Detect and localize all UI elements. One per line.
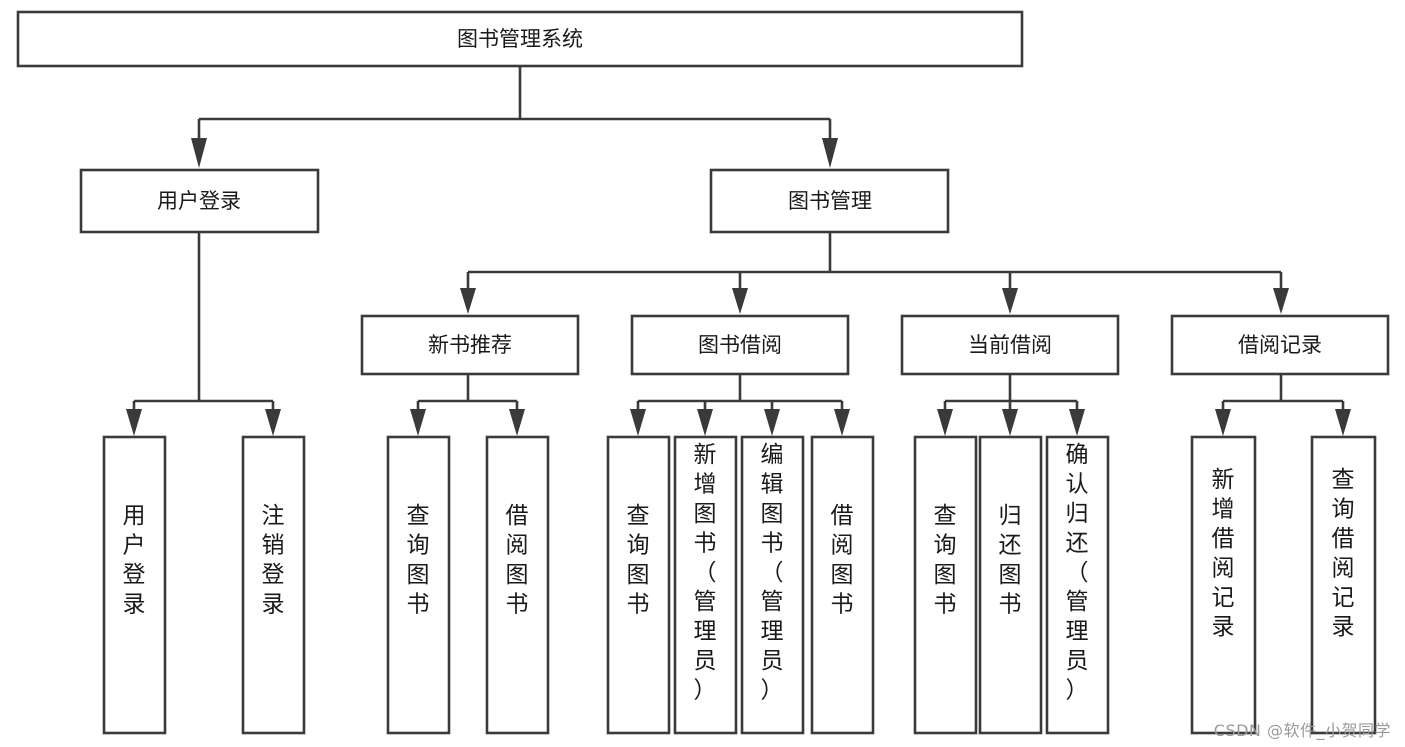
node-label-leaf-query-book-1: 查询图书: [407, 503, 430, 617]
node-book-borrow[interactable]: 图书借阅: [630, 314, 850, 376]
node-box: [1310, 435, 1377, 735]
node-label-leaf-user-login: 用户登录: [123, 503, 146, 617]
arrow-head-icon: [630, 409, 646, 436]
arrow-head-icon: [191, 138, 207, 168]
node-leaf-add-borrow-record[interactable]: 新增借阅记录: [1190, 435, 1257, 735]
node-box: [630, 314, 850, 376]
node-box: [102, 435, 167, 735]
node-box: [1170, 314, 1390, 376]
arrow-head-icon: [1069, 409, 1085, 436]
connector-current-borrow-to-leaves: [937, 374, 1085, 436]
arrow-head-icon: [1335, 409, 1351, 436]
arrow-head-icon: [764, 409, 780, 436]
connector-user-login-to-leaves: [126, 232, 281, 436]
connector-new-book-recommend-to-leaves: [410, 374, 525, 436]
node-label-leaf-query-book-2: 查询图书: [627, 503, 650, 617]
node-label-leaf-query-borrow-record: 查询借阅记录: [1332, 467, 1355, 640]
arrow-head-icon: [1002, 409, 1018, 436]
node-leaf-edit-book[interactable]: 编辑图书（管理员）: [740, 435, 805, 735]
arrow-head-icon: [937, 409, 953, 436]
node-new-book-recommend[interactable]: 新书推荐: [360, 314, 580, 376]
node-label-leaf-query-book-3: 查询图书: [934, 503, 957, 617]
node-label-leaf-add-book: 新增图书（管理员）: [694, 442, 717, 704]
node-leaf-confirm-return[interactable]: 确认归还（管理员）: [1045, 435, 1110, 735]
arrow-head-icon: [697, 409, 713, 436]
node-box: [740, 435, 805, 735]
node-leaf-query-book-2[interactable]: 查询图书: [606, 435, 671, 735]
node-box: [810, 435, 875, 735]
node-leaf-borrow-book-1[interactable]: 借阅图书: [485, 435, 550, 735]
arrow-head-icon: [732, 288, 748, 314]
arrow-head-icon: [834, 409, 850, 436]
node-leaf-logout-login[interactable]: 注销登录: [241, 435, 306, 735]
node-box: [913, 435, 978, 735]
node-box: [673, 435, 738, 735]
connector-book-borrow-to-leaves: [630, 374, 850, 436]
node-box: [485, 435, 550, 735]
node-label-leaf-confirm-return: 确认归还（管理员）: [1066, 442, 1089, 704]
node-box: [241, 435, 306, 735]
arrow-head-icon: [1002, 288, 1018, 314]
connector-book-management-to-level3: [460, 232, 1289, 314]
node-label-book-borrow: 图书借阅: [698, 333, 782, 357]
node-leaf-add-book[interactable]: 新增图书（管理员）: [673, 435, 738, 735]
arrow-head-icon: [1215, 409, 1231, 436]
node-box: [900, 314, 1120, 376]
node-label-borrow-record: 借阅记录: [1238, 333, 1322, 357]
node-label-leaf-edit-book: 编辑图书（管理员）: [761, 442, 784, 704]
node-borrow-record[interactable]: 借阅记录: [1170, 314, 1390, 376]
node-leaf-return-book[interactable]: 归还图书: [978, 435, 1043, 735]
node-box: [360, 314, 580, 376]
node-box: [709, 168, 950, 234]
node-label-leaf-logout-login: 注销登录: [262, 503, 285, 617]
watermark-text: CSDN @软件_小贺同学: [1213, 721, 1391, 740]
node-leaf-user-login[interactable]: 用户登录: [102, 435, 167, 735]
arrow-head-icon: [410, 409, 426, 436]
node-box: [978, 435, 1043, 735]
node-label-leaf-borrow-book-1: 借阅图书: [506, 503, 529, 617]
connector-root-to-level2: [191, 66, 838, 168]
node-box: [1190, 435, 1257, 735]
node-label-root: 图书管理系统: [457, 27, 583, 51]
node-label-leaf-borrow-book-2: 借阅图书: [831, 503, 854, 617]
node-label-current-borrow: 当前借阅: [968, 333, 1052, 357]
node-label-book-management: 图书管理: [788, 189, 872, 213]
node-label-leaf-return-book: 归还图书: [999, 503, 1022, 617]
connector-borrow-record-to-leaves: [1215, 374, 1351, 436]
arrow-head-icon: [460, 288, 476, 314]
node-label-leaf-add-borrow-record: 新增借阅记录: [1212, 467, 1235, 640]
node-label-new-book-recommend: 新书推荐: [428, 333, 512, 357]
node-leaf-query-book-3[interactable]: 查询图书: [913, 435, 978, 735]
node-user-login[interactable]: 用户登录: [79, 168, 320, 234]
node-label-user-login: 用户登录: [157, 189, 241, 213]
node-box: [16, 10, 1024, 68]
arrow-head-icon: [265, 409, 281, 436]
node-current-borrow[interactable]: 当前借阅: [900, 314, 1120, 376]
node-root[interactable]: 图书管理系统: [16, 10, 1024, 68]
node-box: [606, 435, 671, 735]
node-leaf-borrow-book-2[interactable]: 借阅图书: [810, 435, 875, 735]
arrow-head-icon: [1273, 288, 1289, 314]
arrow-head-icon: [126, 409, 142, 436]
node-book-management[interactable]: 图书管理: [709, 168, 950, 234]
node-box: [386, 435, 451, 735]
node-leaf-query-borrow-record[interactable]: 查询借阅记录: [1310, 435, 1377, 735]
arrow-head-icon: [509, 409, 525, 436]
node-box: [79, 168, 320, 234]
node-box: [1045, 435, 1110, 735]
arrow-head-icon: [822, 138, 838, 168]
node-leaf-query-book-1[interactable]: 查询图书: [386, 435, 451, 735]
